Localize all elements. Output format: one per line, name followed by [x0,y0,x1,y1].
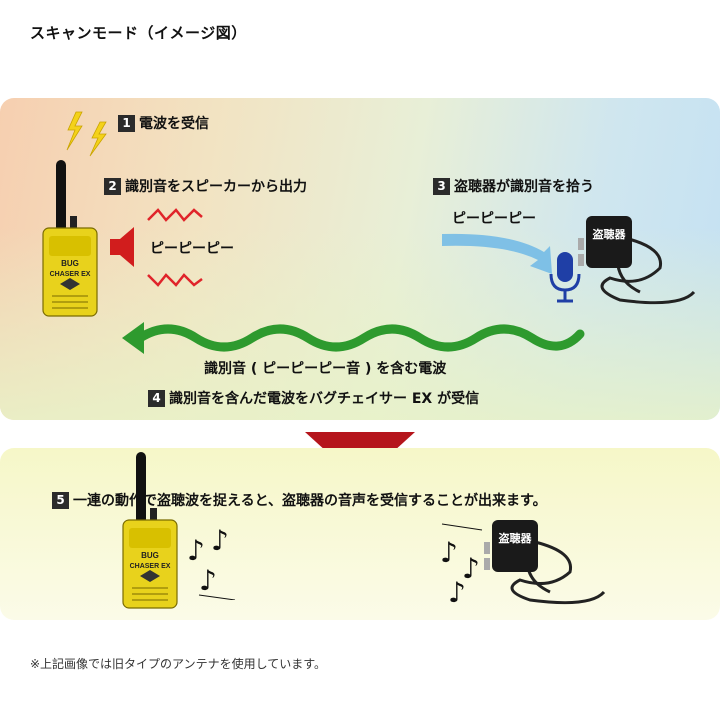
bug-chaser-device: BUG CHASER EX [40,160,104,320]
device2-brand-line1: BUG [141,551,159,560]
svg-text:♪: ♪ [187,534,205,567]
bug-device: 盗聴器 [570,208,700,320]
step-2-number: 2 [104,178,121,195]
svg-text:♪: ♪ [211,524,229,557]
svg-text:♪: ♪ [440,536,458,569]
step-4: 4 識別音を含んだ電波をバグチェイサー EX が受信 [148,388,479,408]
sound-arrow [440,222,560,282]
device-brand-line1: BUG [61,259,79,268]
step-1: 1 電波を受信 [118,113,209,133]
bug-device-2-label: 盗聴器 [499,531,533,545]
step-3-number: 3 [433,178,450,195]
footnote: ※上記画像では旧タイプのアンテナを使用しています。 [30,655,326,672]
step-2-text: 識別音をスピーカーから出力 [125,176,307,196]
step-2: 2 識別音をスピーカーから出力 [104,176,307,196]
step-4-text: 識別音を含んだ電波をバグチェイサー EX が受信 [169,388,479,408]
music-notes-icon: ♪ ♪ ♪ [185,520,245,600]
bug-device-2: 盗聴器 [480,512,610,612]
device2-brand-line2: CHASER EX [130,563,171,570]
wave-caption: 識別音 ( ピーピーピー音 ) を含む電波 [204,358,446,378]
device-brand-line2: CHASER EX [50,271,91,278]
step-3: 3 盗聴器が識別音を拾う [433,176,594,196]
bug-chaser-device-2: BUG CHASER EX [120,452,184,612]
step-3-text: 盗聴器が識別音を拾う [454,176,594,196]
bug-device-label: 盗聴器 [593,227,627,241]
step-1-number: 1 [118,115,135,132]
svg-text:♪: ♪ [199,564,217,597]
lightning-icon [62,110,112,162]
step-5-number: 5 [52,492,69,509]
step-4-number: 4 [148,390,165,407]
speaker-sound-label: ピーピーピー [150,238,234,258]
page-title: スキャンモード（イメージ図） [30,22,247,43]
step-1-text: 電波を受信 [139,113,209,133]
svg-text:♪: ♪ [448,576,466,604]
result-panel [0,448,720,620]
